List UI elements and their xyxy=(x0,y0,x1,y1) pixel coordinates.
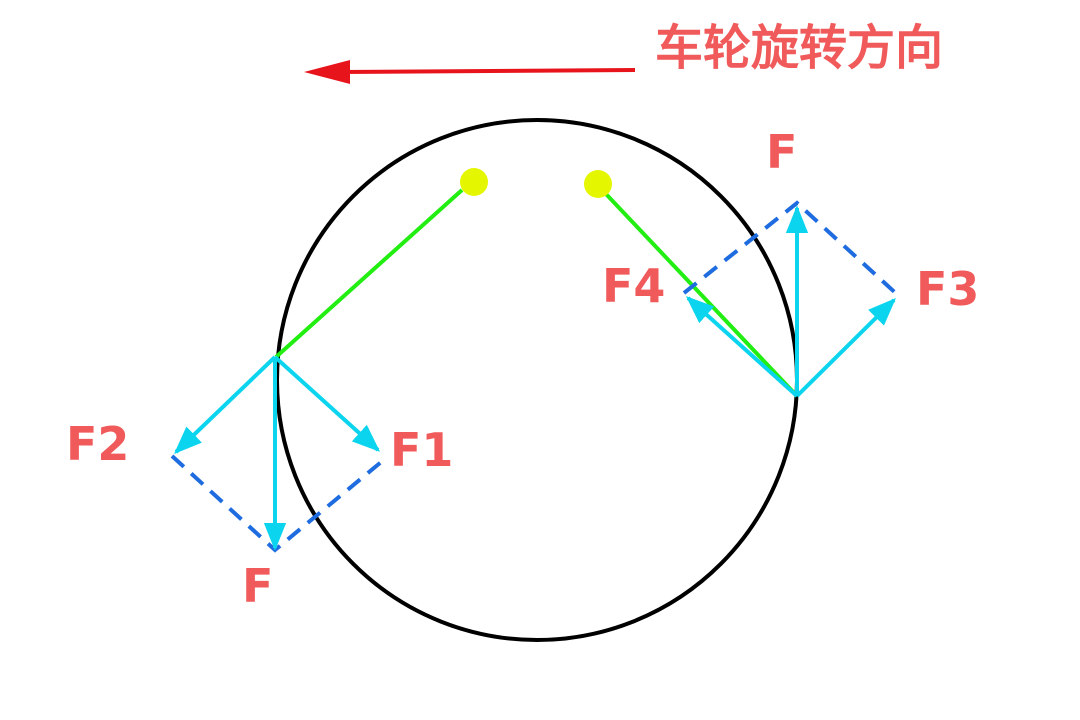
right-force-group: F F4 F3 xyxy=(602,125,979,398)
left-pivot-dot xyxy=(460,168,488,196)
right-F4-arrow xyxy=(685,296,799,398)
left-F2-arrow xyxy=(173,355,277,454)
left-F1-arrow xyxy=(273,355,381,452)
label-F2: F2 xyxy=(66,417,129,471)
label-left-F: F xyxy=(242,559,273,613)
label-F3: F3 xyxy=(916,262,979,316)
left-parallelogram-dashed xyxy=(170,454,388,553)
wheel-circle xyxy=(275,118,799,642)
right-F3-arrow xyxy=(795,298,896,398)
left-force-group: F2 F1 F xyxy=(66,355,453,613)
left-spoke-line xyxy=(274,188,464,359)
right-parallelogram-dashed xyxy=(682,200,902,299)
rotation-direction-title: 车轮旋转方向 xyxy=(655,20,943,76)
label-right-F: F xyxy=(766,125,797,179)
right-spoke-line xyxy=(604,192,799,398)
label-F1: F1 xyxy=(390,423,453,477)
rotation-direction-arrow xyxy=(304,60,636,84)
label-F4: F4 xyxy=(602,259,665,313)
right-pivot-dot xyxy=(584,170,612,198)
